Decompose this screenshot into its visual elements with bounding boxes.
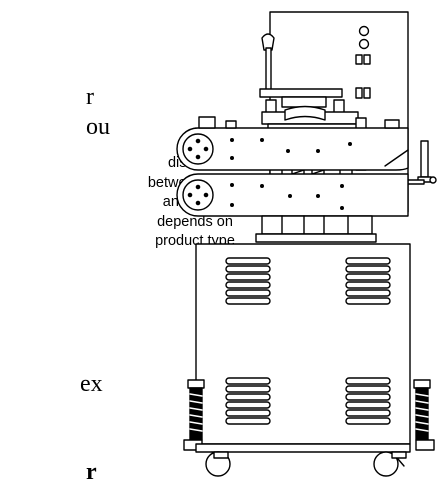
switch [355, 54, 363, 65]
switch [355, 87, 363, 99]
top-plate [259, 88, 343, 98]
base-frame [195, 443, 411, 453]
vent-grille [345, 257, 391, 305]
leveling-foot-left [183, 379, 205, 451]
vent-grille [345, 377, 391, 425]
base-plate [255, 233, 377, 243]
vent-grille [225, 377, 271, 425]
cropped-text-fragment: ou [86, 114, 110, 140]
cropped-text-fragment: ex [80, 371, 103, 397]
cropped-text-fragment: r [86, 459, 97, 485]
upper-puller-belt [176, 116, 409, 171]
cropped-text-fragment: r [86, 84, 94, 110]
caption-line: depends on [157, 213, 233, 230]
side-cylinder [420, 140, 429, 178]
indicator-light [358, 25, 370, 37]
caster-wheel-left [205, 451, 231, 477]
switch [363, 87, 371, 99]
handle-shaft [265, 47, 272, 91]
leveling-foot-right [413, 379, 435, 451]
vent-grille [225, 257, 271, 305]
switch [363, 54, 371, 65]
handle-knob [261, 33, 275, 51]
lower-puller-belt [176, 173, 409, 235]
indicator-light [358, 38, 370, 50]
caster-wheel-right [373, 451, 407, 477]
